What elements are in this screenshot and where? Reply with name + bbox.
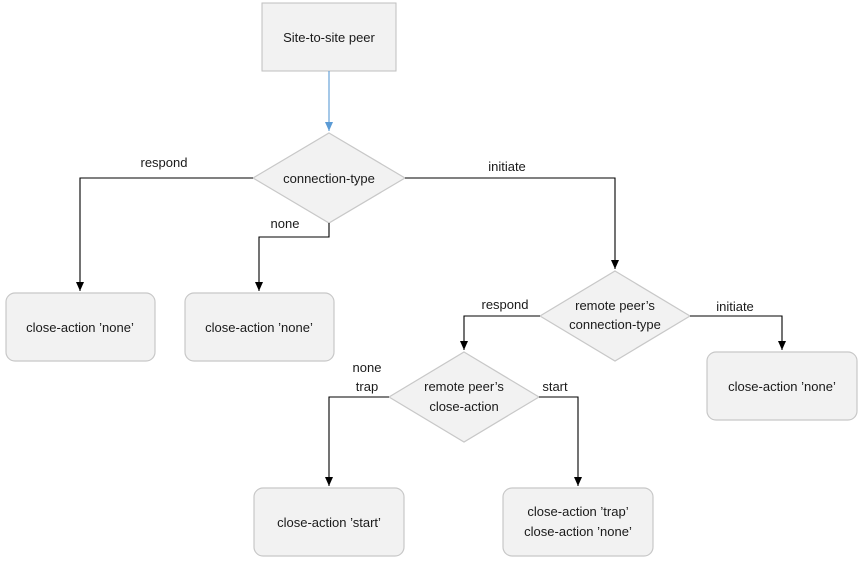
remote-connection-type-line1: remote peer’s [575, 298, 655, 313]
remote-close-action-decision: remote peer’s close-action [387, 351, 541, 443]
start-result-node: close-action ’start’ [253, 487, 405, 557]
edge-label-start: start [542, 379, 568, 394]
none-result-node: close-action ’none’ [184, 292, 335, 362]
edge-remote-initiate [690, 315, 786, 350]
remote-close-action-line2: close-action [429, 399, 498, 414]
initiate-result-label: close-action ’none’ [728, 379, 836, 394]
edge-label-remote-respond: respond [482, 297, 529, 312]
trap-none-result-line1: close-action ’trap’ [527, 504, 628, 519]
remote-connection-type-decision: remote peer’s connection-type [538, 270, 692, 362]
none-result-label: close-action ’none’ [205, 320, 313, 335]
respond-result-node: close-action ’none’ [5, 292, 156, 362]
edge-remote-respond [460, 315, 540, 350]
remote-connection-type-line2: connection-type [569, 317, 661, 332]
start-node-label: Site-to-site peer [283, 30, 375, 45]
remote-close-action-line1: remote peer’s [424, 379, 504, 394]
edge-label-none-trap-2: trap [356, 379, 378, 394]
edge-start [539, 396, 582, 486]
edge-respond [76, 177, 253, 291]
start-result-label: close-action ’start’ [277, 515, 381, 530]
edge-none-trap [325, 396, 389, 486]
edge-label-none: none [271, 216, 300, 231]
edge-none [255, 223, 330, 291]
edge-initiate [405, 177, 619, 269]
start-node: Site-to-site peer [261, 2, 397, 72]
edge-label-initiate: initiate [488, 159, 526, 174]
connection-type-label: connection-type [283, 171, 375, 186]
connection-type-decision: connection-type [251, 132, 407, 224]
trap-none-result-node: close-action ’trap’ close-action ’none’ [502, 487, 654, 557]
edge-label-none-trap-1: none [353, 360, 382, 375]
edge-label-respond: respond [141, 155, 188, 170]
respond-result-label: close-action ’none’ [26, 320, 134, 335]
initiate-result-node: close-action ’none’ [706, 351, 858, 421]
trap-none-result-line2: close-action ’none’ [524, 524, 632, 539]
edge-label-remote-initiate: initiate [716, 299, 754, 314]
